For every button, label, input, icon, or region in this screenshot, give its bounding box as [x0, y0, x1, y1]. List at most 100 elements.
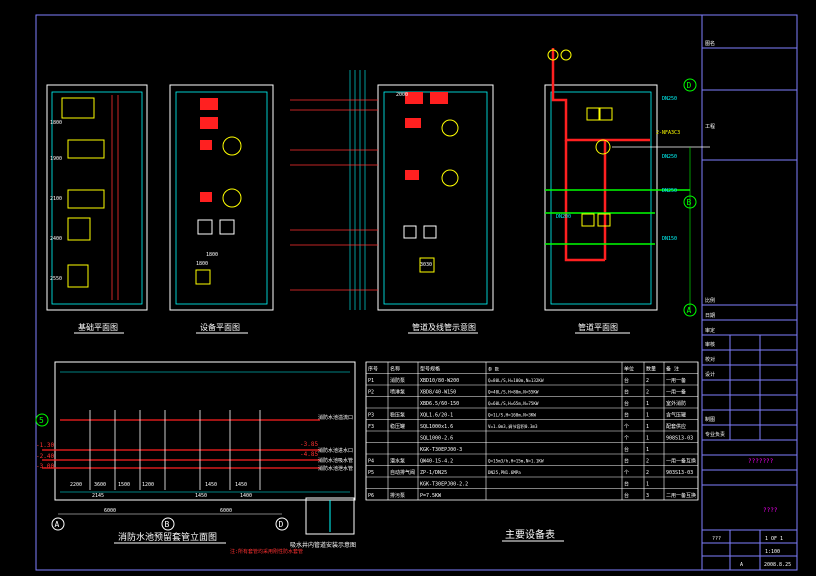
elev-dim-8: 1400 — [240, 493, 252, 499]
tb-row-4: 审定 — [705, 327, 715, 334]
table-cell: 3 — [646, 493, 649, 499]
table-cell: 稳压泵 — [390, 412, 405, 419]
table-header-cell: 数量 — [646, 366, 656, 373]
table-cell: 室外消防 — [666, 400, 686, 407]
elev-label-1: 消防水池进水口 — [318, 447, 353, 454]
drawing-frame — [35, 14, 798, 571]
tb-scale: 1:100 — [765, 549, 780, 555]
elev-axis-d-label: D — [279, 520, 284, 529]
table-header-cell: 名称 — [390, 366, 400, 373]
plan1-dim-1: 1800 — [50, 120, 62, 126]
elev-axis-a-marker — [51, 517, 65, 531]
plan3-elev-2: 2000 — [396, 92, 408, 98]
tb-date: 2008.8.25 — [764, 562, 791, 568]
elev-level-0: -1.30 — [36, 442, 54, 449]
plan1-title: 基础平面图 — [78, 322, 118, 332]
tb-code-b: A — [740, 562, 743, 568]
table-cell: 个 — [624, 436, 629, 442]
table-cell: 1 — [646, 401, 649, 407]
table-cell: 一用一备 — [666, 389, 686, 396]
table-cell: KGK-T30EPJ00-2.2 — [420, 482, 468, 488]
plan4-dn250-c: DN250 — [662, 188, 677, 194]
plan4-dn250-b: DN250 — [662, 154, 677, 160]
plan-equipment: 1800 1800 设备平面图 — [169, 84, 274, 334]
table-cell: XQL1.6/20-1 — [420, 413, 453, 419]
table-cell: Q=80L/S,H=100m,N=132KW — [488, 378, 544, 383]
tb-row-3: 日期 — [705, 313, 715, 319]
table-cell: 1 — [646, 447, 649, 453]
plan-piping: D B A DN250 DN250 DN250 2-NFA3C3 DN200 D… — [544, 48, 710, 334]
table-cell: 903S13-03 — [666, 470, 693, 476]
table-cell: 排污泵 — [390, 492, 405, 499]
table-cell: 台 — [624, 400, 629, 407]
table-cell: KGK-T30EPJ00-3 — [420, 447, 462, 453]
tb-row-5: 审核 — [705, 341, 715, 348]
axis-5-marker — [35, 413, 49, 427]
elev-dim-3: 1200 — [142, 482, 154, 488]
axis-5-label: 5 — [39, 416, 44, 425]
table-cell: 1 — [646, 436, 649, 442]
elev-dim-4: 2145 — [92, 493, 104, 499]
elevation-subtitle: 吸水井内管道安装示意图 — [290, 541, 356, 549]
plan1-dim-5: 2550 — [50, 276, 62, 282]
elev-dim-1: 3600 — [94, 482, 106, 488]
tb-sheet: 1 OF 1 — [765, 536, 783, 542]
table-cell: 台 — [624, 492, 629, 499]
table-cell: SQL1000x1.6 — [420, 424, 453, 430]
tb-row-9: 专业负责 — [705, 431, 725, 438]
table-cell: 台 — [624, 412, 629, 419]
table-cell: 1 — [646, 482, 649, 488]
table-cell: Q=40L/S,H=80m,N=55KW — [488, 390, 539, 395]
plan4-title: 管道平面图 — [578, 322, 618, 332]
table-title: 主要设备表 — [505, 528, 555, 541]
table-cell: F3 — [368, 424, 374, 430]
table-cell: P=7.5KW — [420, 493, 442, 499]
table-cell: 2 — [646, 390, 649, 396]
table-cell: P5 — [368, 470, 374, 476]
plan1-dim-4: 2400 — [50, 236, 62, 242]
tb-row-2: 比例 — [705, 297, 715, 304]
table-cell: Q=1L/S,H=160m,N=3KW — [488, 413, 536, 418]
table-cell: 个 — [624, 424, 629, 430]
elev-dim-10: 6000 — [220, 508, 232, 514]
elev-label-3: 消防水池泄水管 — [318, 465, 353, 472]
plan2-dim-2: 1800 — [196, 261, 208, 267]
axis-b-marker — [683, 195, 697, 209]
table-cell: DN25,PN1.6MPa — [488, 470, 521, 475]
elevation-drawing: 5 -1.30 -2.40 -3.00 -3.85 -4.85 消防水池溢流口 … — [35, 361, 356, 555]
axis-d-label: D — [687, 81, 692, 90]
table-cell: SQL1000-2.6 — [420, 436, 453, 442]
table-cell: 一用一备 — [666, 377, 686, 384]
elev-level-2: -3.00 — [36, 463, 54, 470]
elev-level-4: -4.85 — [300, 451, 318, 458]
axis-d-marker — [683, 78, 697, 92]
elev-axis-d-marker — [275, 517, 289, 531]
elev-level-1: -2.40 — [36, 453, 54, 460]
table-cell: QW40-15-4.2 — [420, 459, 453, 465]
table-cell: P1 — [368, 378, 374, 384]
axis-a-label: A — [687, 306, 692, 315]
tb-drawing-no: ???? — [763, 507, 778, 514]
table-cell: 含气压罐 — [666, 412, 686, 419]
table-cell: 1 — [646, 424, 649, 430]
table-cell: 稳压罐 — [390, 423, 405, 430]
plan3-title: 管道及线管示意图 — [412, 322, 476, 332]
table-cell: 喷淋泵 — [390, 389, 405, 396]
table-cell: 个 — [624, 470, 629, 476]
elev-dim-2: 1500 — [118, 482, 130, 488]
table-header-cell: 单位 — [624, 366, 634, 373]
table-cell: XBD6.5/60-150 — [420, 401, 459, 407]
elev-label-0: 消防水池溢流口 — [318, 414, 353, 421]
elev-label-2: 消防水池吸水管 — [318, 457, 353, 464]
plan-foundation: 1800 1900 2100 2400 2550 基础平面图 — [46, 84, 148, 334]
elevation-note: 注:所有套管均采用刚性防水套管 — [230, 548, 303, 555]
table-cell: P3 — [368, 413, 374, 419]
plan1-dim-2: 1900 — [50, 156, 62, 162]
table-cell: 台 — [624, 458, 629, 465]
axis-b-label: B — [687, 198, 692, 207]
tb-row-7: 设计 — [705, 371, 715, 378]
tb-row-8: 制图 — [705, 416, 715, 423]
table-cell: 2 — [646, 378, 649, 384]
plan4-dn200: DN200 — [556, 214, 571, 220]
table-cell: 消防泵 — [390, 377, 405, 384]
